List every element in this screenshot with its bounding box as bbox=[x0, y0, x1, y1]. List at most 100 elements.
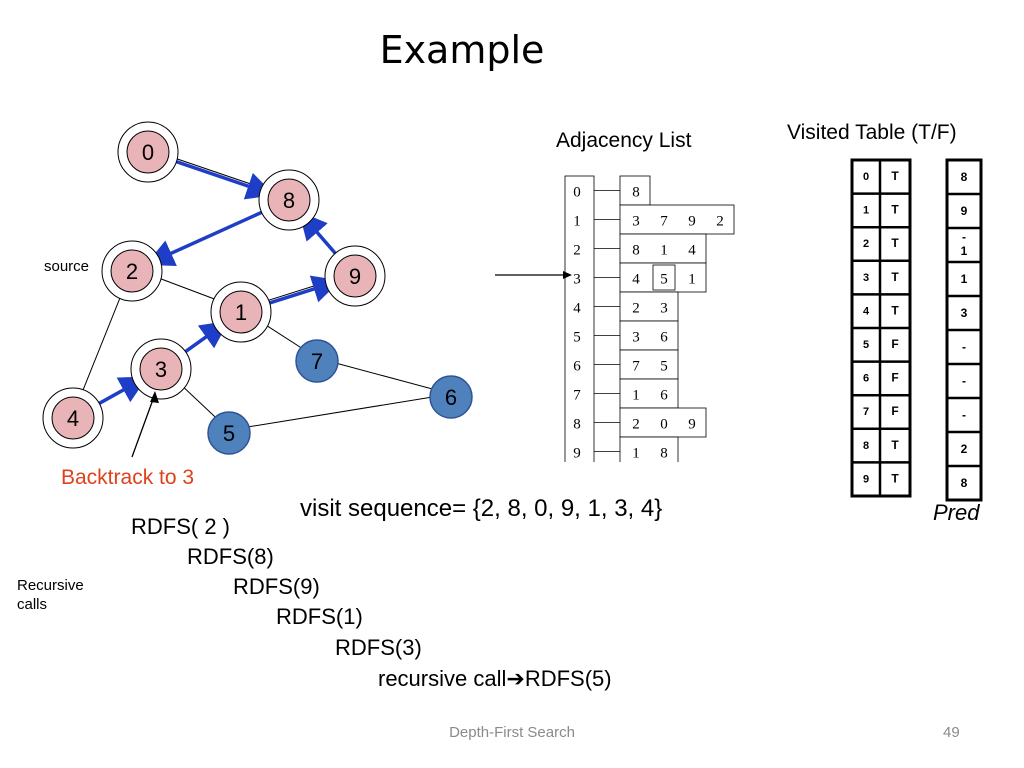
graph-node: 7 bbox=[295, 339, 339, 383]
visited-value: T bbox=[891, 203, 899, 217]
adjacency-neighbor: 3 bbox=[660, 301, 668, 317]
node-circle bbox=[429, 375, 473, 419]
arrow-icon: ➔ bbox=[506, 666, 525, 691]
node-label: 5 bbox=[223, 421, 235, 446]
visited-value: T bbox=[891, 303, 899, 317]
tree-edge-arrow bbox=[145, 203, 279, 267]
visited-index: 8 bbox=[863, 440, 869, 452]
adjacency-neighbor: 4 bbox=[688, 243, 696, 259]
node-circle bbox=[110, 249, 154, 293]
adjacency-neighbor: 1 bbox=[660, 243, 668, 259]
source-label: source bbox=[44, 258, 90, 275]
adjacency-neighbor: 2 bbox=[632, 417, 640, 433]
pred-value: 3 bbox=[961, 306, 968, 320]
pred-value: 8 bbox=[961, 476, 968, 490]
graph-node: 4 bbox=[42, 387, 104, 449]
adjacency-neighbor: 0 bbox=[660, 417, 668, 433]
graph-edge bbox=[228, 393, 452, 431]
adjacency-neighbor: 8 bbox=[632, 185, 640, 201]
adjacency-row-box bbox=[619, 262, 707, 293]
graph-diagram: 0 8 2 9 134 7 6 5 bbox=[42, 121, 473, 458]
node-circle bbox=[295, 339, 339, 383]
visited-table-label: Visited Table (T/F) bbox=[787, 121, 957, 144]
visited-value: T bbox=[891, 236, 899, 250]
visited-value: F bbox=[891, 404, 898, 418]
node-label: 6 bbox=[445, 385, 457, 410]
visited-index: 0 bbox=[863, 171, 869, 183]
adjacency-row-box bbox=[619, 204, 735, 235]
backtrack-arrow bbox=[131, 393, 156, 458]
graph-node: 2 bbox=[101, 240, 163, 302]
graph-node: 3 bbox=[130, 338, 192, 400]
adjacency-index: 1 bbox=[573, 214, 581, 230]
adjacency-neighbor: 1 bbox=[632, 388, 640, 404]
pred-value: 2 bbox=[961, 442, 968, 456]
pred-value: - bbox=[962, 340, 966, 354]
node-label: 0 bbox=[142, 140, 154, 165]
adjacency-neighbor: 9 bbox=[688, 417, 696, 433]
recursive-calls-label: Recursive calls bbox=[17, 577, 84, 613]
pred-value: 8 bbox=[961, 170, 968, 184]
graph-edge bbox=[316, 357, 452, 395]
adjacency-neighbor: 6 bbox=[660, 388, 668, 404]
adjacency-neighbor: 2 bbox=[632, 301, 640, 317]
node-label: 8 bbox=[283, 188, 295, 213]
adjacency-row-box bbox=[619, 378, 679, 409]
rdfs-call: RDFS(9) bbox=[233, 574, 320, 599]
visited-value: T bbox=[891, 471, 899, 485]
visited-index: 7 bbox=[863, 406, 869, 418]
rdfs-last-call-prefix: recursive call bbox=[378, 666, 507, 691]
backtrack-label: Backtrack to 3 bbox=[61, 466, 195, 489]
rdfs-call: RDFS( 2 ) bbox=[131, 514, 230, 539]
visited-index: 6 bbox=[863, 373, 869, 385]
pred-label: Pred bbox=[933, 500, 980, 525]
adjacency-row-box bbox=[619, 291, 679, 322]
visited-value: T bbox=[891, 270, 899, 284]
visited-value: T bbox=[891, 169, 899, 183]
adjacency-neighbor: 8 bbox=[660, 446, 668, 462]
current-neighbor-highlight bbox=[652, 264, 676, 291]
node-circle bbox=[207, 411, 251, 455]
visited-value: F bbox=[891, 337, 898, 351]
adjacency-neighbor: 5 bbox=[660, 359, 668, 375]
graph-node: 1 bbox=[210, 281, 272, 343]
visit-sequence: visit sequence= {2, 8, 0, 9, 1, 3, 4} bbox=[300, 495, 663, 522]
adjacency-row-box bbox=[619, 175, 651, 206]
node-circle bbox=[267, 178, 311, 222]
pred-table: 89-113---28 bbox=[945, 158, 983, 502]
tree-edge-arrow bbox=[158, 154, 275, 200]
adjacency-index: 8 bbox=[573, 417, 581, 433]
pred-value: 1 bbox=[961, 244, 968, 258]
pred-value: - bbox=[962, 374, 966, 388]
node-circle bbox=[126, 130, 170, 174]
graph-node: 9 bbox=[324, 245, 386, 307]
rdfs-call: RDFS(8) bbox=[187, 544, 274, 569]
adjacency-index: 0 bbox=[573, 185, 581, 201]
adjacency-row-box bbox=[619, 436, 679, 462]
adjacency-row-box bbox=[619, 233, 707, 264]
slide-title: Example bbox=[379, 28, 545, 72]
adjacency-neighbor: 5 bbox=[660, 272, 668, 288]
adjacency-row-box bbox=[619, 320, 679, 351]
adjacency-index: 6 bbox=[573, 359, 581, 375]
adjacency-neighbor: 6 bbox=[660, 330, 668, 346]
visited-value: F bbox=[891, 371, 898, 385]
footer-title: Depth-First Search bbox=[449, 724, 575, 741]
node-label: 2 bbox=[126, 259, 138, 284]
visited-index: 5 bbox=[863, 339, 869, 351]
graph-node: 5 bbox=[207, 411, 251, 455]
adjacency-index: 3 bbox=[573, 272, 581, 288]
visited-index: 2 bbox=[863, 238, 869, 250]
adjacency-neighbor: 8 bbox=[632, 243, 640, 259]
visited-index: 3 bbox=[863, 272, 869, 284]
adjacency-neighbor: 1 bbox=[688, 272, 696, 288]
adjacency-index: 4 bbox=[573, 301, 581, 317]
visited-index: 1 bbox=[863, 205, 869, 217]
adjacency-index: 7 bbox=[573, 388, 581, 404]
adjacency-index: 5 bbox=[573, 330, 581, 346]
adjacency-neighbor: 7 bbox=[632, 359, 640, 375]
node-label: 9 bbox=[349, 264, 361, 289]
adjacency-neighbor: 7 bbox=[660, 214, 668, 230]
